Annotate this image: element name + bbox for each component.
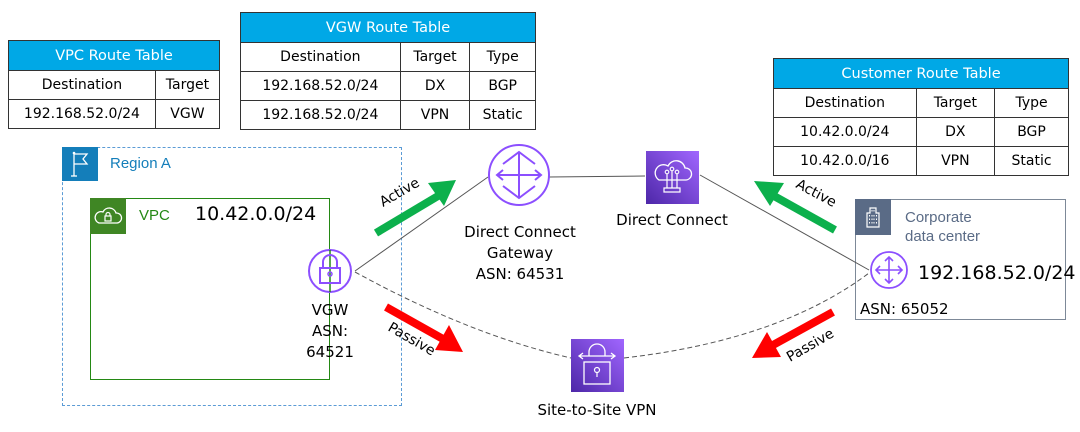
passive-arrow-right xyxy=(752,308,835,358)
cell-destination: 10.42.0.0/16 xyxy=(773,146,917,176)
column-header: Target xyxy=(399,42,471,72)
vgw-to-dxgw-line xyxy=(354,176,489,272)
column-header: Target xyxy=(154,70,221,100)
region-label: Region A xyxy=(110,155,171,172)
cell-destination: 192.168.52.0/24 xyxy=(240,100,401,130)
vgw-caption: VGW ASN: 64521 xyxy=(290,300,370,363)
dc-label-line2: data center xyxy=(905,228,981,245)
cloud-circuit-icon xyxy=(646,151,699,204)
vgw-asn: ASN: 64521 xyxy=(306,322,354,361)
vpc-route-table: VPC Route Table Destination Target 192.1… xyxy=(8,40,221,129)
corporate-cidr: 192.168.52.0/24 xyxy=(918,262,1076,284)
dx-to-router-line xyxy=(699,174,870,271)
cell-target: DX xyxy=(915,117,996,147)
corporate-datacenter-label: Corporate data center xyxy=(905,208,980,246)
corporate-asn: ASN: 65052 xyxy=(860,300,949,318)
direct-connect-caption: Direct Connect xyxy=(616,211,728,229)
table-header-row: Destination Target Type xyxy=(240,42,536,72)
cell-target: DX xyxy=(399,71,471,101)
cell-type: Static xyxy=(994,146,1069,176)
column-header: Target xyxy=(915,88,996,118)
dc-label-line1: Corporate xyxy=(905,209,972,226)
table-header-row: Destination Target Type xyxy=(773,88,1069,118)
vpn-lock-icon xyxy=(571,339,624,392)
cloud-lock-icon xyxy=(90,198,126,234)
table-row: 10.42.0.0/24 DX BGP xyxy=(773,117,1069,147)
table-row: 192.168.52.0/24 DX BGP xyxy=(240,71,536,101)
vgw-route-table-title: VGW Route Table xyxy=(240,12,536,43)
dx-gateway-name-line2: Gateway xyxy=(486,244,554,262)
column-header: Type xyxy=(469,42,536,72)
vpn-caption: Site-to-Site VPN xyxy=(537,401,657,419)
vpc-route-table-title: VPC Route Table xyxy=(8,40,220,71)
table-row: 192.168.52.0/24 VGW xyxy=(8,99,221,129)
column-header: Destination xyxy=(240,42,401,72)
cell-destination: 192.168.52.0/24 xyxy=(240,71,401,101)
column-header: Destination xyxy=(773,88,917,118)
active-arrow-right xyxy=(754,181,837,234)
dx-gateway-asn: ASN: 64531 xyxy=(475,265,565,283)
vpn-to-router-dashed-line xyxy=(623,272,870,359)
cell-type: BGP xyxy=(994,117,1069,147)
active-label-right: Active xyxy=(793,176,839,210)
cell-target: VPN xyxy=(915,146,996,176)
gateway-arrows-icon xyxy=(488,144,550,206)
flag-icon xyxy=(62,147,98,181)
vpc-cidr: 10.42.0.0/24 xyxy=(195,203,317,225)
dxgw-to-dx-line xyxy=(548,175,646,178)
vgw-route-table: VGW Route Table Destination Target Type … xyxy=(240,12,536,130)
building-icon xyxy=(855,199,891,235)
vgw-to-vpn-dashed-line xyxy=(354,271,572,359)
active-arrow-left xyxy=(373,180,456,237)
region-a-boundary xyxy=(62,147,402,406)
table-row: 192.168.52.0/24 VPN Static xyxy=(240,100,536,130)
cell-type: Static xyxy=(469,100,536,130)
dx-gateway-caption: Direct Connect Gateway ASN: 64531 xyxy=(450,222,590,285)
vpc-label: VPC xyxy=(139,207,170,224)
dx-gateway-name-line1: Direct Connect xyxy=(464,223,576,241)
vgw-name: VGW xyxy=(311,301,349,319)
router-arrows-icon xyxy=(870,251,908,289)
cell-type: BGP xyxy=(469,71,536,101)
cell-target: VPN xyxy=(399,100,471,130)
customer-route-table: Customer Route Table Destination Target … xyxy=(773,58,1069,176)
passive-arrow-left xyxy=(384,303,463,352)
customer-route-table-title: Customer Route Table xyxy=(773,58,1069,89)
padlock-circle-icon xyxy=(308,249,352,293)
table-row: 10.42.0.0/16 VPN Static xyxy=(773,146,1069,176)
cell-target: VGW xyxy=(154,99,221,129)
